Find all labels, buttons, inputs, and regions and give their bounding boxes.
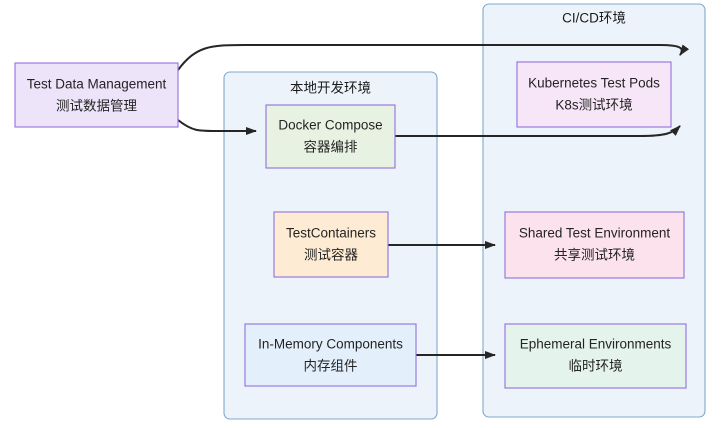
edges-layer [177,44,690,359]
node-test-data-management-subtitle: 测试数据管理 [56,99,137,114]
node-docker-compose[interactable]: Docker Compose 容器编排 [265,104,396,169]
node-kubernetes-test-pods-subtitle: K8s测试环境 [555,98,632,113]
cluster-ci-cd-label: CI/CD环境 [562,11,626,26]
node-docker-compose-subtitle: 容器编排 [304,139,358,155]
node-kubernetes-test-pods-title: Kubernetes Test Pods [528,76,660,91]
node-testcontainers-rect [273,211,389,278]
node-ephemeral-environments[interactable]: Ephemeral Environments 临时环境 [504,323,687,389]
node-shared-test-environment-rect [504,211,685,279]
node-shared-test-environment-subtitle: 共享测试环境 [554,247,635,263]
node-ephemeral-environments-subtitle: 临时环境 [569,359,623,374]
node-test-data-management-rect [14,62,179,128]
node-kubernetes-test-pods-rect [516,61,672,128]
node-shared-test-environment[interactable]: Shared Test Environment 共享测试环境 [504,211,685,279]
node-shared-test-environment-title: Shared Test Environment [519,226,671,241]
node-testcontainers[interactable]: TestContainers 测试容器 [273,211,389,278]
node-in-memory-components-rect [244,323,417,387]
node-docker-compose-rect [265,104,396,169]
node-ephemeral-environments-rect [504,323,687,389]
node-in-memory-components-subtitle: 内存组件 [304,359,358,374]
cluster-local-dev-label: 本地开发环境 [290,81,371,96]
node-kubernetes-test-pods[interactable]: Kubernetes Test Pods K8s测试环境 [516,61,672,128]
node-testcontainers-title: TestContainers [286,226,376,241]
edge-tdm-to-docker[interactable] [177,119,257,135]
edge-tdm-to-k8s[interactable] [177,44,690,71]
node-in-memory-components-title: In-Memory Components [258,337,403,352]
node-test-data-management-title: Test Data Management [27,77,167,92]
node-in-memory-components[interactable]: In-Memory Components 内存组件 [244,323,417,387]
node-test-data-management[interactable]: Test Data Management 测试数据管理 [14,62,179,128]
edge-docker-to-k8s[interactable] [395,125,681,137]
node-testcontainers-subtitle: 测试容器 [304,247,358,263]
node-docker-compose-title: Docker Compose [278,118,382,133]
node-ephemeral-environments-title: Ephemeral Environments [520,337,672,352]
